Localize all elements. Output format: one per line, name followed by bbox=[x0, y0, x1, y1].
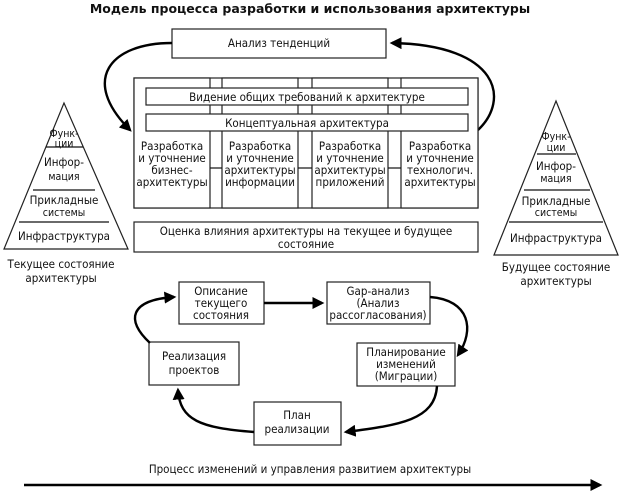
svg-text:системы: системы bbox=[535, 207, 577, 219]
current-state-label: Текущее состояние bbox=[7, 257, 115, 271]
svg-text:Gap-анализ: Gap-анализ bbox=[347, 284, 410, 298]
svg-text:Реализация: Реализация bbox=[162, 349, 226, 363]
describe-current-state-box: Описание текущего состояния bbox=[178, 281, 265, 325]
svg-text:ции: ции bbox=[547, 142, 566, 154]
svg-text:информации: информации bbox=[225, 175, 295, 189]
vision-bar: Видение общих требований к архитектуре bbox=[145, 87, 469, 106]
svg-text:(Анализ: (Анализ bbox=[356, 296, 399, 310]
svg-text:текущего: текущего bbox=[195, 296, 248, 310]
layer-information-label: Инфор- bbox=[536, 159, 576, 173]
future-state-label: Будущее состояние bbox=[502, 260, 610, 274]
svg-text:состояния: состояния bbox=[193, 308, 249, 322]
gap-analysis-box: Gap-анализ (Анализ рассогласования) bbox=[326, 281, 431, 325]
layer-applications-label: Прикладные bbox=[522, 194, 591, 208]
conceptual-architecture-bar: Концептуальная архитектура bbox=[145, 113, 469, 132]
impact-assessment-box: Оценка влияния архитектуры на текущее и … bbox=[133, 221, 479, 253]
svg-text:Описание: Описание bbox=[194, 284, 248, 298]
vision-label: Видение общих требований к архитектуре bbox=[189, 90, 425, 104]
svg-text:(Миграции): (Миграции) bbox=[375, 369, 438, 383]
trend-analysis-box: Анализ тенденций bbox=[171, 28, 387, 59]
process-label: Процесс изменений и управления развитием… bbox=[149, 462, 471, 476]
svg-text:изменений: изменений bbox=[376, 357, 436, 371]
svg-text:План: План bbox=[283, 408, 311, 422]
layer-information-label: Инфор- bbox=[44, 155, 84, 169]
arrow-gap-to-planning bbox=[429, 295, 469, 357]
svg-text:реализации: реализации bbox=[265, 422, 330, 436]
svg-text:архитектуры: архитектуры bbox=[314, 163, 385, 177]
arrow-architecture-to-trend bbox=[389, 37, 496, 131]
column-technology-text: Разработка и уточнение технологич. архит… bbox=[404, 139, 475, 189]
arrow-plan-to-realization bbox=[172, 387, 255, 434]
column-business-text: Разработка и уточнение бизнес- архитекту… bbox=[136, 139, 207, 189]
column-applications-text: Разработка и уточнение архитектуры прило… bbox=[314, 139, 385, 189]
svg-text:технологич.: технологич. bbox=[407, 163, 473, 177]
diagram-title: Модель процесса разработки и использован… bbox=[90, 1, 530, 16]
svg-text:и уточнение: и уточнение bbox=[406, 151, 474, 165]
svg-text:и уточнение: и уточнение bbox=[138, 151, 206, 165]
current-state-pyramid: Функ- ции Инфор- мация Прикладные систем… bbox=[3, 101, 129, 250]
svg-text:бизнес-: бизнес- bbox=[151, 163, 192, 177]
svg-text:мация: мация bbox=[540, 173, 571, 185]
svg-text:архитектуры: архитектуры bbox=[404, 175, 475, 189]
layer-infrastructure-label: Инфраструктура bbox=[510, 231, 602, 245]
layer-functions-label: Функ- bbox=[541, 131, 570, 143]
layer-functions-label: Функ- bbox=[49, 128, 78, 140]
svg-text:архитектуры: архитектуры bbox=[520, 274, 591, 288]
svg-text:архитектуры: архитектуры bbox=[224, 163, 295, 177]
svg-text:ции: ции bbox=[55, 138, 74, 150]
svg-text:и уточнение: и уточнение bbox=[226, 151, 294, 165]
svg-text:Разработка: Разработка bbox=[229, 139, 291, 153]
layer-applications-label: Прикладные bbox=[30, 193, 99, 207]
trend-analysis-label: Анализ тенденций bbox=[228, 36, 330, 50]
svg-text:Разработка: Разработка bbox=[141, 139, 203, 153]
svg-text:архитектуры: архитектуры bbox=[25, 271, 96, 285]
project-realization-box: Реализация проектов bbox=[148, 341, 240, 386]
implementation-plan-box: План реализации bbox=[253, 401, 342, 446]
svg-text:Разработка: Разработка bbox=[319, 139, 381, 153]
arrow-trend-to-architecture bbox=[103, 41, 173, 132]
svg-text:Разработка: Разработка bbox=[409, 139, 471, 153]
svg-text:мация: мация bbox=[48, 171, 79, 183]
svg-text:и уточнение: и уточнение bbox=[316, 151, 384, 165]
conceptual-architecture-label: Концептуальная архитектура bbox=[225, 116, 389, 130]
arrow-realization-to-describe bbox=[133, 291, 177, 344]
svg-text:рассогласования): рассогласования) bbox=[329, 308, 426, 322]
svg-text:архитектуры: архитектуры bbox=[136, 175, 207, 189]
svg-text:приложений: приложений bbox=[316, 175, 385, 189]
svg-text:проектов: проектов bbox=[169, 363, 220, 377]
plan-changes-box: Планирование изменений (Миграции) bbox=[356, 342, 456, 387]
layer-infrastructure-label: Инфраструктура bbox=[18, 229, 110, 243]
svg-text:системы: системы bbox=[43, 207, 85, 219]
future-state-pyramid: Функ- ции Инфор- мация Прикладные систем… bbox=[493, 99, 619, 256]
arrow-planning-to-plan bbox=[343, 385, 439, 437]
svg-text:состояние: состояние bbox=[278, 237, 334, 251]
svg-text:Оценка влияния архитектуры на: Оценка влияния архитектуры на текущее и … bbox=[160, 224, 453, 238]
svg-text:Планирование: Планирование bbox=[366, 345, 445, 359]
column-information-text: Разработка и уточнение архитектуры инфор… bbox=[224, 139, 295, 189]
